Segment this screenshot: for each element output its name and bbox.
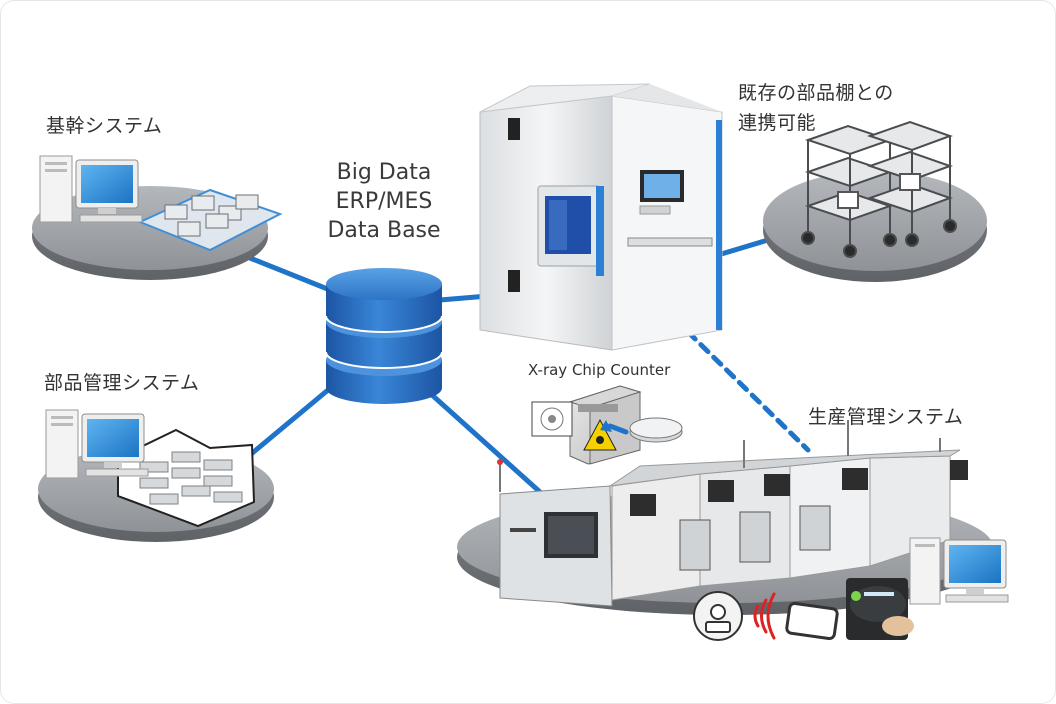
warehouse-shelves-icon (117, 428, 256, 528)
shelf-icon (837, 120, 957, 247)
label-xray-chip-counter: X-ray Chip Counter (528, 361, 671, 379)
computer-icon (909, 537, 1009, 605)
computer-icon (39, 155, 143, 223)
radiation-icon (583, 418, 617, 451)
link-xray-to-shelves (715, 237, 771, 258)
rfid-reader-photo-icon (846, 578, 914, 640)
reel-icon (693, 591, 743, 641)
rfid-tag-icon (785, 601, 839, 641)
rfid-signal-icon (753, 592, 776, 640)
office-desks-icon (137, 188, 283, 252)
link-xray-to-line-dashed (685, 329, 811, 453)
label-database-line2: ERP/MES (335, 189, 433, 214)
label-existing-shelves-line2: 連携可能 (738, 112, 817, 134)
label-parts-management-system: 部品管理システム (44, 372, 200, 394)
computer-icon (45, 409, 149, 479)
database-icon (325, 268, 443, 404)
label-existing-shelves: 既存の部品棚との 連携可能 (738, 78, 894, 138)
label-existing-shelves-line1: 既存の部品棚との (738, 82, 894, 104)
label-database-line1: Big Data (336, 160, 432, 185)
label-production-management-system: 生産管理システム (808, 406, 964, 428)
link-db-to-line (429, 392, 543, 495)
smt-production-line-illustration (497, 420, 968, 607)
label-core-system: 基幹システム (46, 115, 163, 137)
label-database-line3: Data Base (327, 218, 441, 243)
chip-counter-illustration (531, 385, 683, 465)
xray-machine-illustration (479, 83, 723, 351)
label-database: Big Data ERP/MES Data Base (314, 158, 454, 245)
